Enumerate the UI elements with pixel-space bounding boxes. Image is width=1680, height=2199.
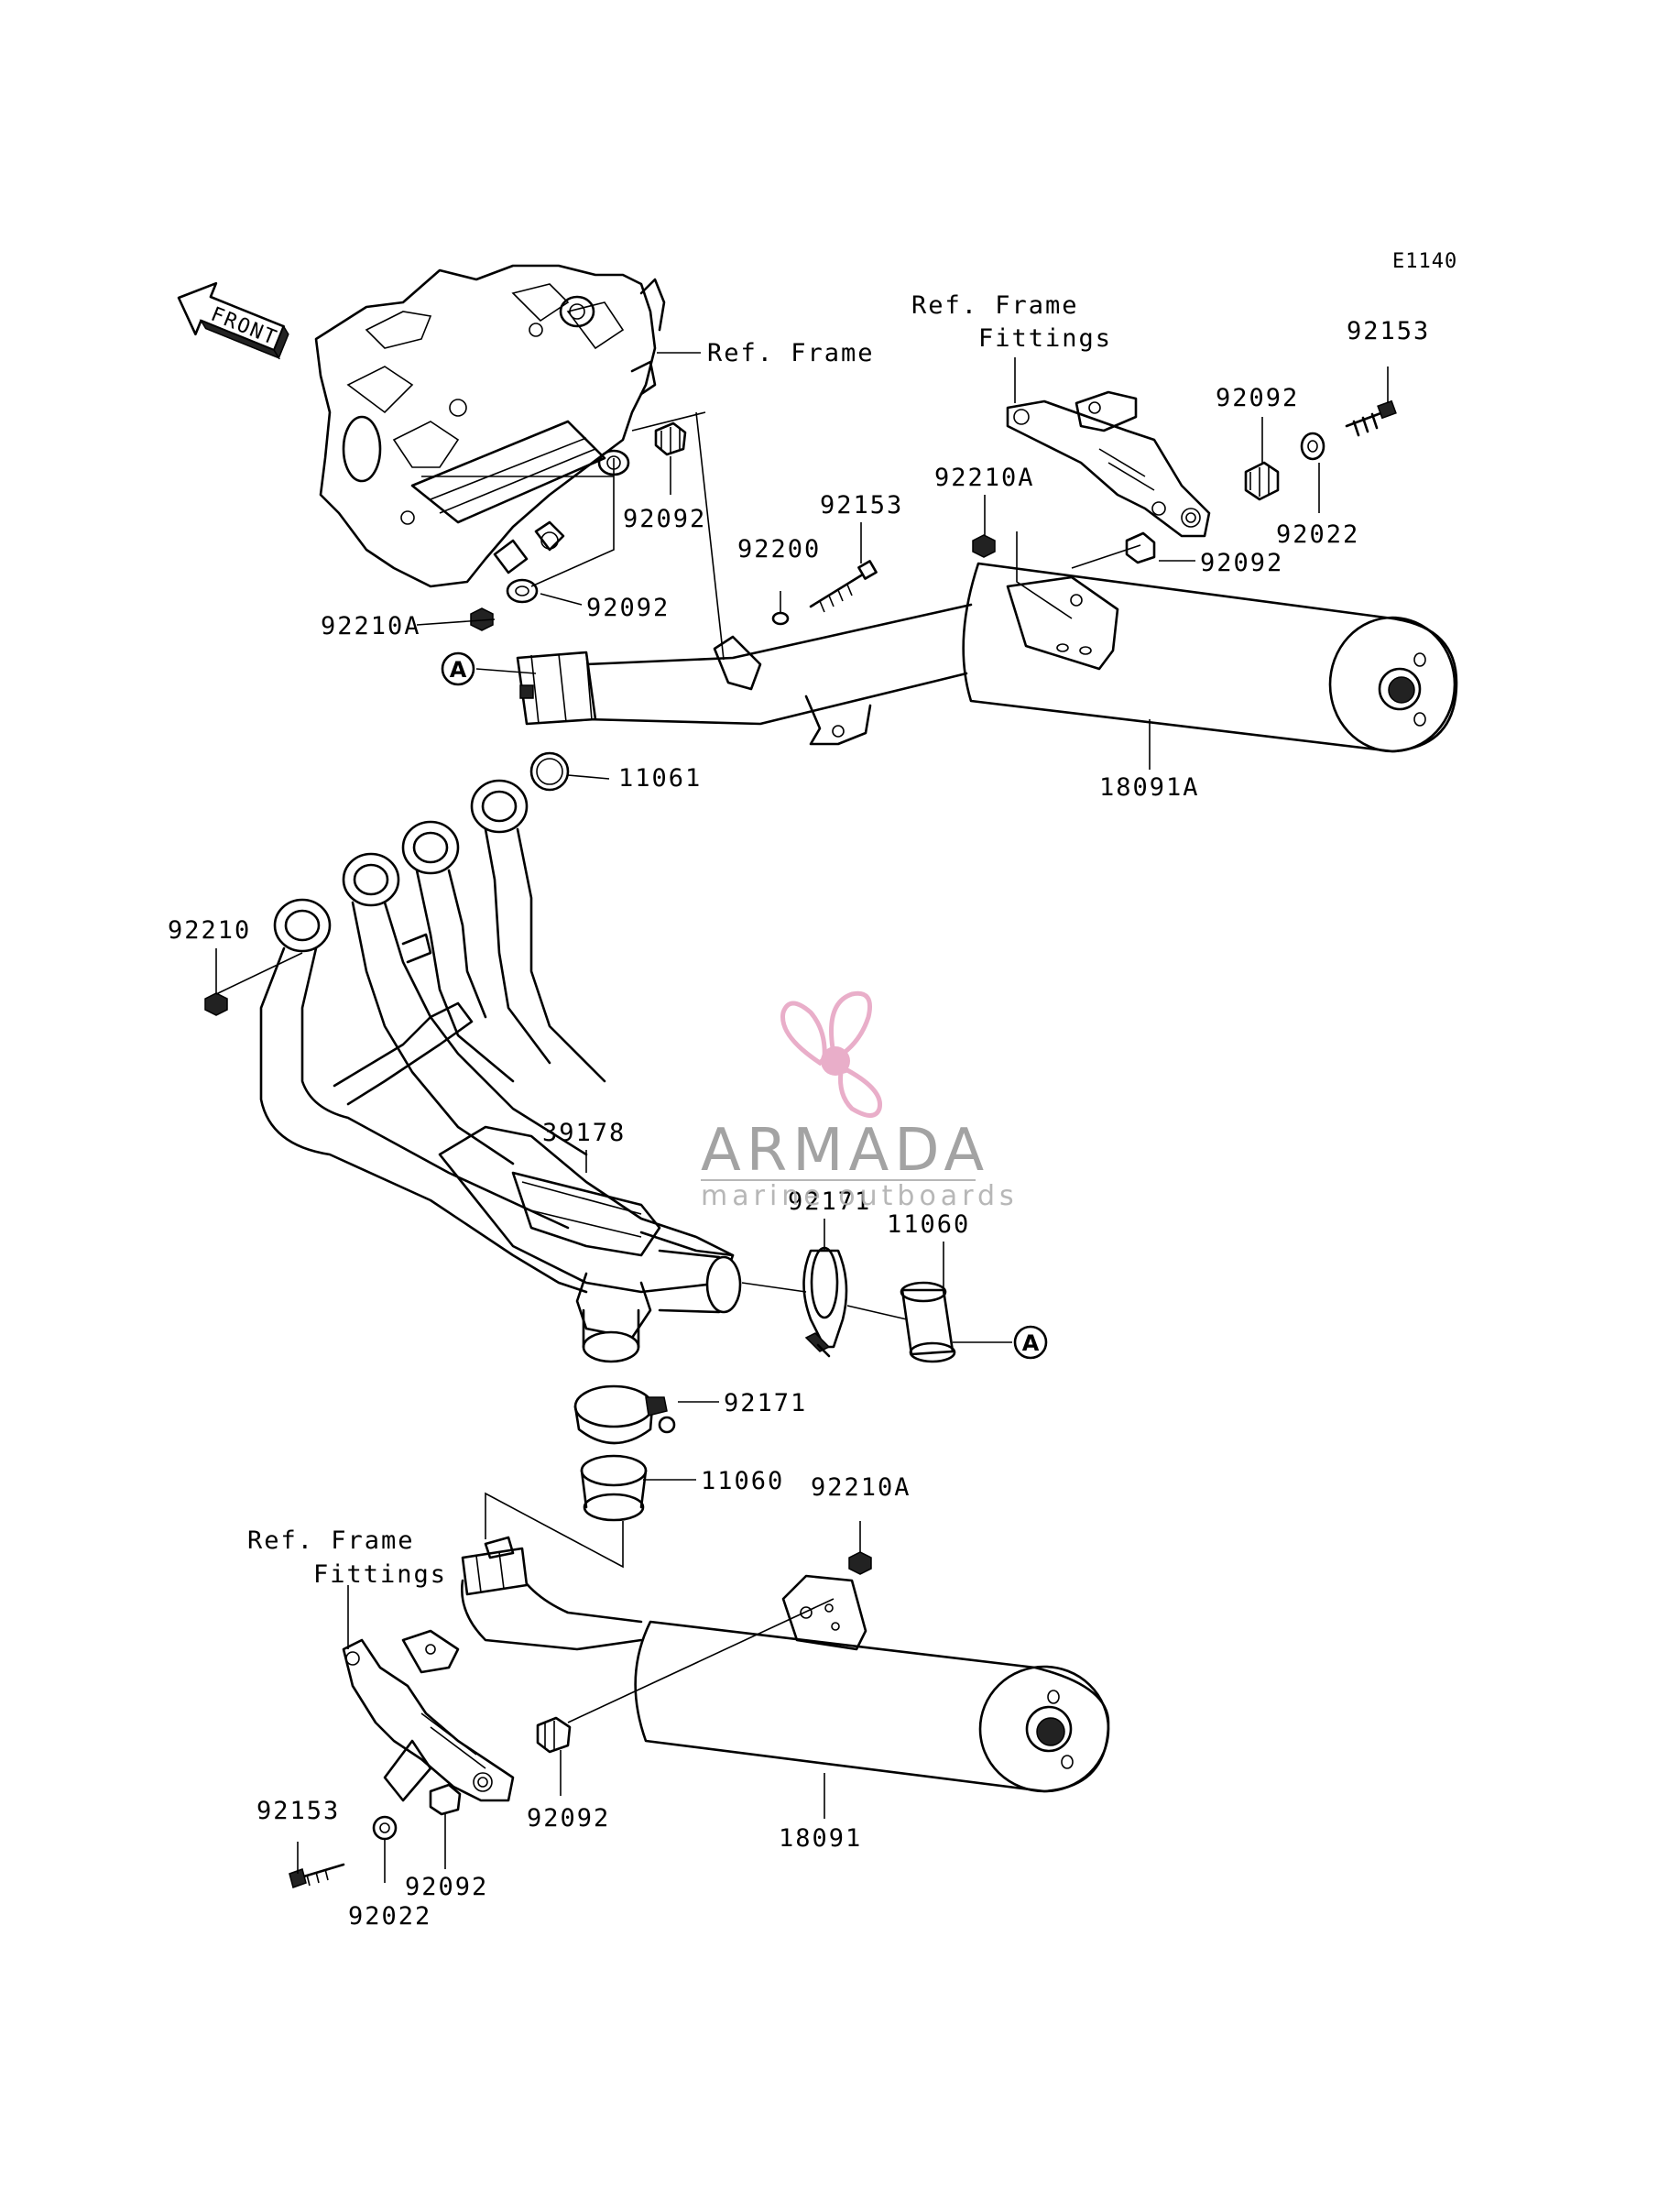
part-92153-top: 92153 (1347, 317, 1430, 345)
watermark-brand: ARMADA (701, 1117, 989, 1185)
part-92022-bottom: 92022 (348, 1902, 431, 1931)
part-92171-lower: 92171 (724, 1389, 807, 1417)
part-92210a-frame: 92210A (321, 612, 421, 640)
clamp-92171-lower (573, 1384, 676, 1445)
muffler-18091 (461, 1536, 1110, 1793)
bottom-fittings-bracket (342, 1629, 515, 1802)
part-11060-right: 11060 (887, 1210, 970, 1239)
callout-a-top-label: A (450, 657, 467, 683)
diagram-code: E1140 (1392, 250, 1457, 273)
part-92153-mid: 92153 (820, 491, 903, 520)
part-92092-bottom-left: 92092 (405, 1873, 488, 1901)
leader-lines (215, 352, 1389, 1883)
muffler-18091a (516, 562, 1458, 753)
part-92092-right-lower: 92092 (1200, 549, 1283, 577)
part-92210: 92210 (168, 916, 251, 945)
part-92210a-bottom: 92210A (811, 1473, 911, 1502)
callout-a-right-label: A (1022, 1330, 1040, 1356)
callout-a-right: A (1013, 1325, 1048, 1360)
part-11060-lower: 11060 (701, 1467, 784, 1495)
watermark-tagline: marine outboards (701, 1180, 1019, 1212)
ref-frame-label-top: Ref. Frame (707, 339, 875, 367)
ref-fittings-label-bottom-1: Ref. Frame (247, 1526, 415, 1555)
part-92092-frame-upper: 92092 (623, 505, 706, 533)
gasket-11060-right (900, 1281, 956, 1363)
part-39178: 39178 (542, 1119, 626, 1147)
part-92092-frame-lower: 92092 (586, 594, 670, 622)
clamp-92171-right (802, 1246, 848, 1358)
callout-a-top: A (441, 651, 475, 686)
part-92022-top: 92022 (1276, 520, 1359, 549)
hardware (204, 399, 1397, 1888)
part-92153-bottom: 92153 (256, 1797, 340, 1825)
part-18091: 18091 (779, 1824, 862, 1853)
ref-fittings-label-top-2: Fittings (978, 324, 1112, 353)
front-arrow-icon: FRONT (177, 281, 289, 360)
top-fittings-bracket (1006, 390, 1211, 538)
part-92092-bottom-mid: 92092 (527, 1804, 610, 1832)
part-18091a: 18091A (1099, 773, 1200, 802)
gasket-11060-lower (580, 1454, 648, 1522)
engine-frame (314, 264, 666, 588)
ref-fittings-label-top-1: Ref. Frame (911, 291, 1079, 320)
propeller-logo-icon (780, 990, 883, 1118)
part-92200: 92200 (737, 535, 821, 563)
watermark: ARMADA marine outboards (701, 990, 1019, 1212)
gasket-ring-11061 (529, 751, 570, 792)
part-92092-right-upper: 92092 (1216, 384, 1299, 412)
exhaust-header (259, 779, 742, 1363)
part-11061: 11061 (618, 764, 702, 793)
part-92171-right: 92171 (788, 1187, 871, 1216)
part-92210a-top: 92210A (934, 464, 1035, 492)
ref-fittings-label-bottom-2: Fittings (313, 1560, 447, 1589)
